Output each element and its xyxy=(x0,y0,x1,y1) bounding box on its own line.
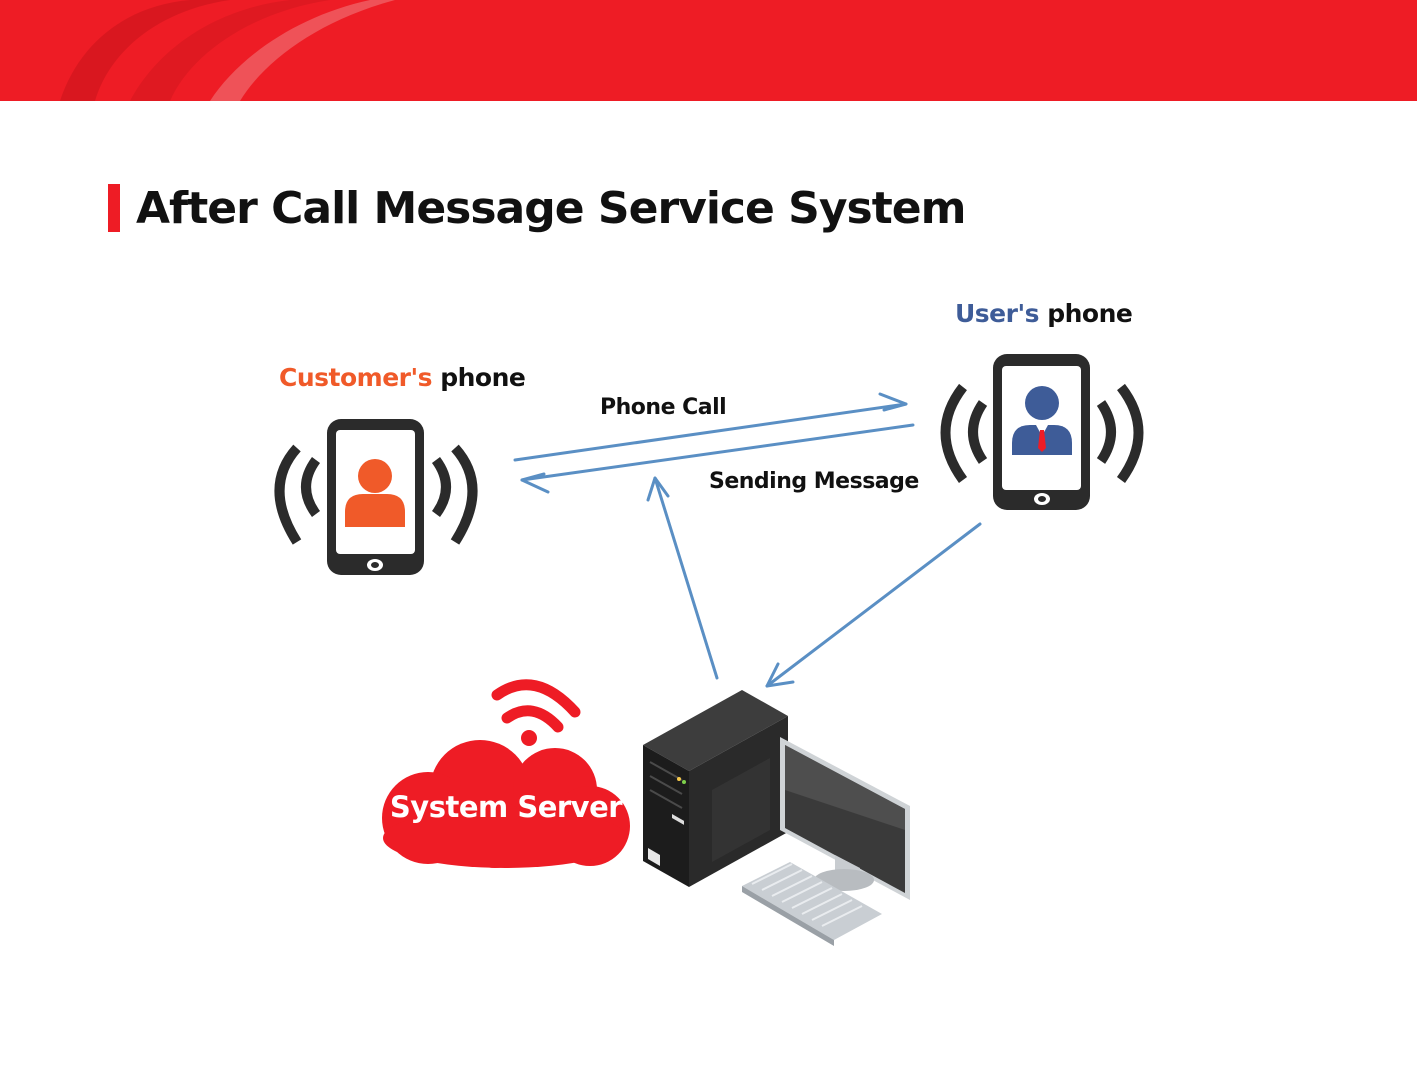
phone-call-arrow xyxy=(513,392,908,462)
phone-call-label: Phone Call xyxy=(600,395,727,420)
customer-phone-label: Customer's phone xyxy=(279,363,526,392)
customer-phone-icon xyxy=(274,419,478,575)
user-phone-label-accent: User's xyxy=(955,299,1040,328)
user-to-server-arrow xyxy=(765,522,982,688)
customer-phone-label-suffix: phone xyxy=(432,363,526,392)
system-server-label: System Server xyxy=(389,790,623,824)
user-phone-label: User's phone xyxy=(955,299,1133,328)
cloud-icon xyxy=(382,740,630,868)
page-title: After Call Message Service System xyxy=(136,182,966,234)
computer-tower-icon xyxy=(643,690,788,887)
banner-swoosh-decoration xyxy=(60,0,395,101)
customer-phone-label-accent: Customer's xyxy=(279,363,433,392)
monitor-icon xyxy=(780,737,910,900)
keyboard-icon xyxy=(742,862,882,946)
title-accent-bar xyxy=(108,184,120,232)
page-title-container: After Call Message Service System xyxy=(108,182,966,234)
user-phone-icon xyxy=(940,354,1144,510)
user-phone-label-suffix: phone xyxy=(1039,299,1133,328)
server-to-customer-arrow xyxy=(646,476,719,680)
wifi-icon xyxy=(491,679,581,746)
header-banner xyxy=(0,0,1417,101)
sending-message-label: Sending Message xyxy=(709,469,919,494)
sending-message-arrow xyxy=(520,423,915,494)
